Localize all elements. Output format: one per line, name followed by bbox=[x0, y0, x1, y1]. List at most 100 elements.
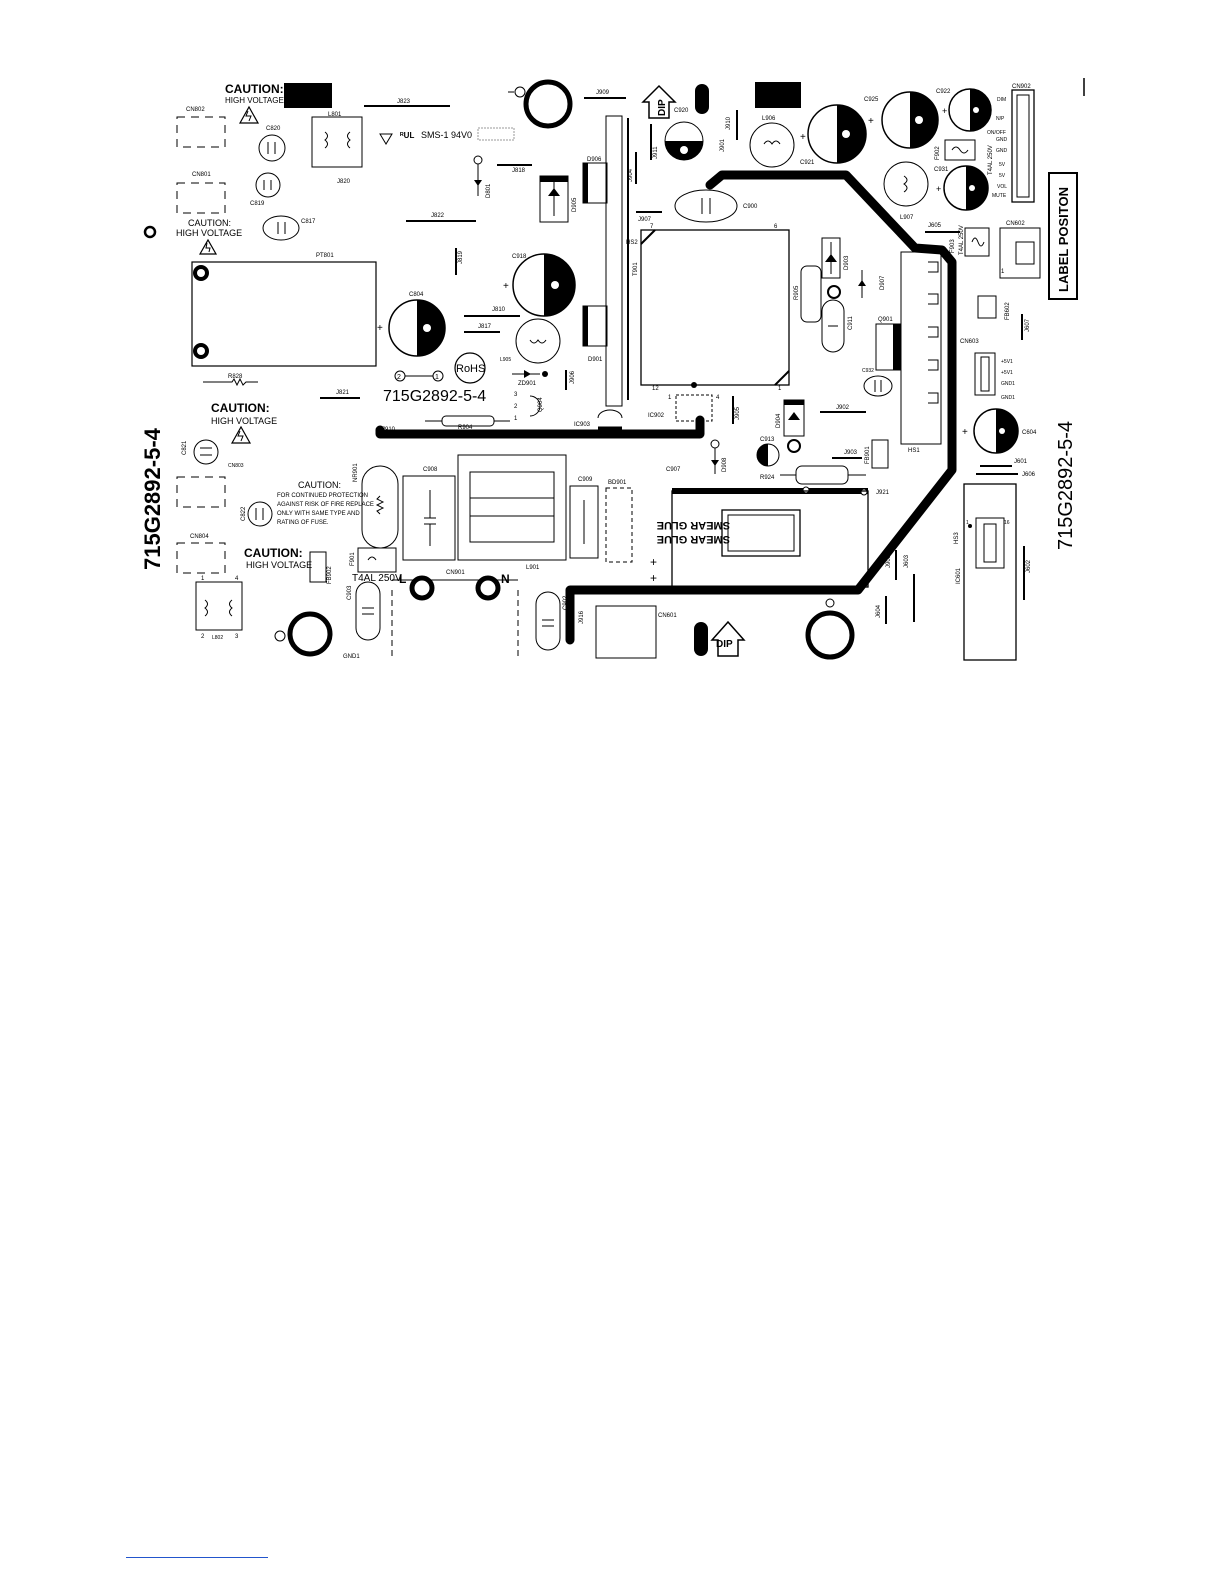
part-number-center: 715G2892-5-4 bbox=[383, 388, 486, 405]
ref-c804: C804 bbox=[409, 292, 424, 298]
ref-r905: R905 bbox=[794, 285, 800, 300]
svg-text:1: 1 bbox=[668, 395, 672, 401]
ref-q901: Q901 bbox=[878, 317, 893, 323]
pin-label: 5V bbox=[999, 173, 1006, 179]
ref-hs1: HS1 bbox=[908, 448, 920, 454]
ref-j822: J822 bbox=[431, 213, 445, 219]
ref-cn801: CN801 bbox=[192, 172, 211, 178]
ref-d906: D906 bbox=[587, 157, 602, 163]
ref-c908: C908 bbox=[423, 467, 438, 473]
c900-capacitor: C900 bbox=[674, 189, 758, 223]
ref-ic902: IC902 bbox=[648, 413, 665, 419]
caution-title: CAUTION: bbox=[188, 218, 231, 228]
dip-marker-bottom: DIP bbox=[694, 620, 746, 657]
l901-filter: L901 bbox=[457, 454, 567, 571]
c932-capacitor: C932 bbox=[862, 368, 893, 397]
ref-c913: C913 bbox=[760, 437, 775, 443]
circle-numbers: 2 1 bbox=[394, 370, 444, 382]
ref-j817: J817 bbox=[478, 324, 492, 330]
c931-capacitor: + C931 bbox=[934, 165, 989, 211]
line-label-l: L bbox=[399, 572, 406, 586]
l801-outline bbox=[311, 116, 363, 168]
part-number-right: 715G2892-5-4 bbox=[1055, 421, 1077, 550]
bd901-bridge: BD901 bbox=[605, 480, 633, 563]
d906-d901: D906 D901 bbox=[582, 157, 608, 363]
ref-cn601: CN601 bbox=[658, 613, 677, 619]
nr901-thermistor bbox=[361, 465, 399, 549]
svg-text:+: + bbox=[650, 555, 657, 569]
cn801-outline bbox=[176, 182, 226, 214]
ref-q904: Q904 bbox=[538, 397, 544, 412]
fuse-rating-f902: T4AL 250V bbox=[988, 145, 994, 175]
svg-text:3: 3 bbox=[514, 392, 518, 398]
c909-capacitor: C909 bbox=[569, 477, 599, 559]
hs1-heatsink: HS1 bbox=[900, 251, 942, 454]
caution-block-2: CAUTION: HIGH VOLTAGE bbox=[176, 218, 242, 255]
fire-caution-line: FOR CONTINUED PROTECTION bbox=[277, 493, 368, 499]
c604-capacitor: + C604 bbox=[962, 408, 1037, 454]
d905-diode: D905 bbox=[539, 175, 578, 223]
ref-hs3: HS3 bbox=[954, 532, 960, 544]
t901-transformer: 7 6 12 1 bbox=[640, 224, 790, 392]
svg-text:+: + bbox=[800, 132, 806, 143]
caution-subtitle: HIGH VOLTAGE bbox=[246, 560, 312, 570]
ref-cn901: CN901 bbox=[446, 570, 465, 576]
ref-l802: L802 bbox=[212, 635, 223, 641]
svg-text:1: 1 bbox=[201, 576, 205, 582]
fuse-rating-f901: T4AL 250V bbox=[352, 573, 402, 584]
pcb-silkscreen-diagram: CAUTION: HIGH VOLTAGE CAUTION: HIGH VOLT… bbox=[140, 78, 1085, 661]
ref-nr901: NR901 bbox=[353, 463, 359, 482]
ref-gnd1: GND1 bbox=[343, 654, 360, 660]
ref-ic601: IC601 bbox=[956, 567, 962, 584]
d903-diode: D903 bbox=[821, 237, 850, 279]
ref-c821: C821 bbox=[182, 440, 188, 455]
caution-block-1: CAUTION: HIGH VOLTAGE bbox=[225, 82, 332, 124]
c911-capacitor: C911 bbox=[821, 299, 854, 353]
ref-j901: J901 bbox=[720, 138, 726, 152]
d801-diode bbox=[473, 155, 483, 196]
svg-text:1: 1 bbox=[1001, 269, 1005, 275]
pin-label: GND bbox=[996, 137, 1008, 143]
c817-outline bbox=[262, 215, 300, 241]
line-label-n: N bbox=[501, 572, 510, 586]
circle-num: 1 bbox=[435, 374, 439, 381]
ref-cn802: CN802 bbox=[186, 107, 205, 113]
ref-zd901: ZD901 bbox=[518, 381, 537, 387]
ref-cn902: CN902 bbox=[1012, 84, 1031, 90]
ref-j916: J916 bbox=[579, 610, 585, 624]
svg-text:2: 2 bbox=[514, 404, 518, 410]
d907-diode: D907 bbox=[858, 270, 886, 298]
ref-j911: J911 bbox=[653, 146, 659, 159]
ref-t901: T901 bbox=[633, 262, 639, 276]
footer-link-underline bbox=[126, 1557, 268, 1558]
ref-f901: F901 bbox=[350, 552, 356, 566]
caution-title: CAUTION: bbox=[211, 401, 270, 415]
q901-transistor: Q901 bbox=[875, 317, 901, 371]
sms-marking: SMS-1 94V0 bbox=[421, 130, 472, 140]
ref-j910: J910 bbox=[382, 427, 396, 433]
cn804-outline bbox=[176, 542, 226, 574]
smear-glue-text-1: SMEAR GLUE bbox=[657, 533, 730, 545]
ref-r904: R904 bbox=[458, 425, 473, 431]
hs2-heatsink: HS2 T901 bbox=[605, 115, 639, 407]
ref-c918: C918 bbox=[512, 254, 527, 260]
caution-subtitle: HIGH VOLTAGE bbox=[211, 416, 277, 426]
ref-j604: J604 bbox=[876, 604, 882, 618]
svg-text:2: 2 bbox=[201, 634, 205, 640]
f901-fuse: T4AL 250V bbox=[352, 547, 402, 584]
dip-text: DIP bbox=[716, 639, 733, 650]
fire-caution-block: CAUTION: FOR CONTINUED PROTECTION AGAINS… bbox=[277, 480, 374, 526]
ref-c820: C820 bbox=[266, 126, 281, 132]
ref-j905: J905 bbox=[735, 406, 741, 420]
ref-f903: F903 bbox=[950, 239, 956, 253]
ref-j907: J907 bbox=[638, 217, 652, 223]
zd901-zener: ZD901 bbox=[512, 370, 548, 387]
pin-label: GND1 bbox=[1001, 381, 1015, 387]
dip-text: DIP bbox=[657, 99, 668, 116]
c804-capacitor: C804 + bbox=[377, 292, 446, 357]
ref-c903: C903 bbox=[347, 585, 353, 600]
warning-triangle-icon bbox=[230, 425, 252, 444]
ref-j820: J820 bbox=[337, 179, 351, 185]
